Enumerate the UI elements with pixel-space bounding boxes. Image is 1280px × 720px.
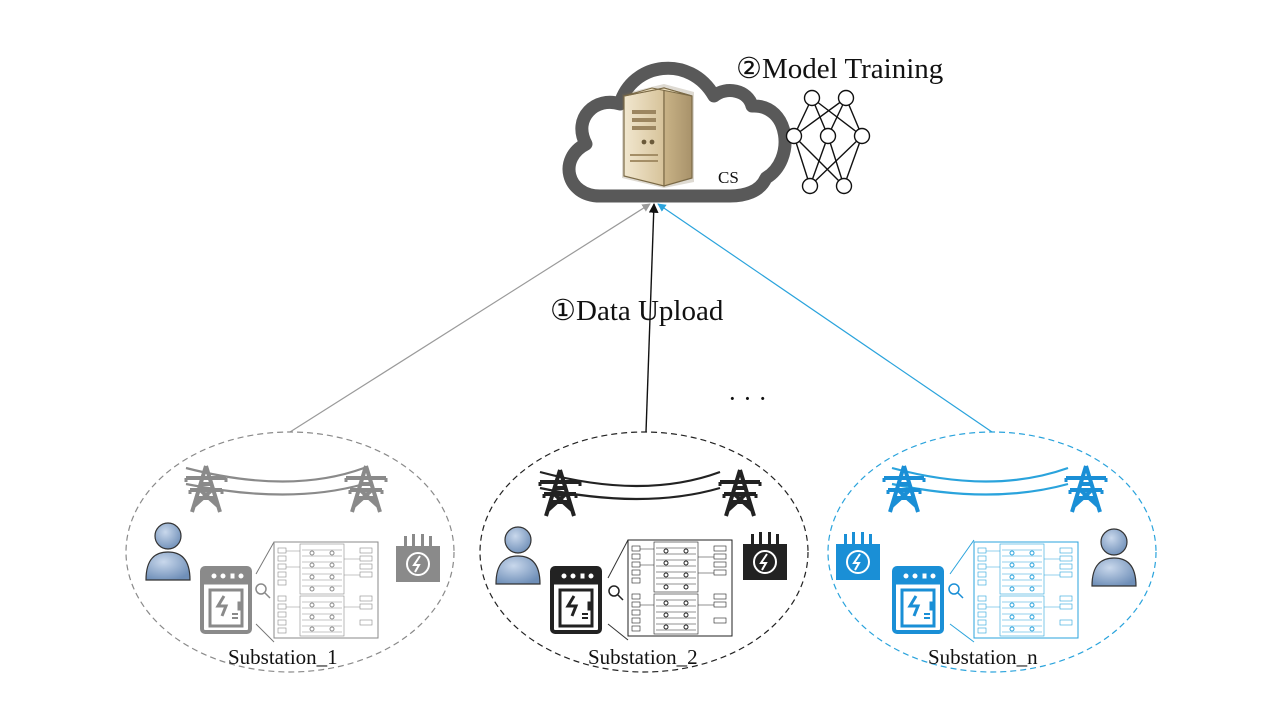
substation-1-boundary [125, 431, 455, 673]
magnifier-icon [255, 583, 271, 599]
operator-icon [495, 526, 541, 585]
substation-1-label: Substation_1 [228, 645, 338, 669]
cloud-label: CS [718, 168, 739, 187]
zoom-line [255, 623, 275, 643]
substation-n-boundary [827, 431, 1157, 673]
cloud-server: CS [562, 61, 792, 203]
tower-icon [718, 468, 762, 518]
upload-arrow-substation-n [657, 203, 993, 433]
operator-icon [145, 522, 191, 581]
zoom-line [949, 539, 975, 575]
tower-icon [882, 464, 926, 514]
zoom-line [607, 539, 629, 579]
wiring-panel-icon [273, 541, 379, 639]
tower-icon [1064, 464, 1108, 514]
substation-n: Substation_n [827, 431, 1157, 673]
substation-2-label: Substation_2 [588, 645, 698, 669]
data-upload-label: ①Data Upload [550, 295, 724, 327]
substation-2: Substation_2 [479, 431, 809, 673]
upload-arrow-substation-2 [645, 203, 659, 433]
operator-icon [1091, 528, 1137, 587]
zoom-line [949, 623, 975, 643]
zoom-line [607, 623, 629, 641]
wiring-panel-icon [973, 541, 1079, 639]
substation-2-boundary [479, 431, 809, 673]
substation-n-label: Substation_n [928, 645, 1038, 669]
meter-cabinet-icon [550, 566, 602, 634]
transformer-icon [742, 531, 788, 581]
ellipsis: · · · [728, 384, 767, 413]
upload-arrow-substation-1 [289, 203, 651, 433]
transformer-icon [395, 533, 441, 583]
magnifier-icon [948, 583, 964, 599]
server-icon [622, 84, 694, 188]
model-training-label: ②Model Training [736, 53, 943, 85]
wiring-panel-icon [627, 539, 733, 637]
zoom-line [255, 541, 275, 575]
magnifier-icon [608, 585, 624, 601]
substation-1: Substation_1 [125, 431, 455, 673]
transformer-icon [835, 531, 881, 581]
meter-cabinet-icon [892, 566, 944, 634]
neural-network-icon [785, 89, 871, 195]
meter-cabinet-icon [200, 566, 252, 634]
